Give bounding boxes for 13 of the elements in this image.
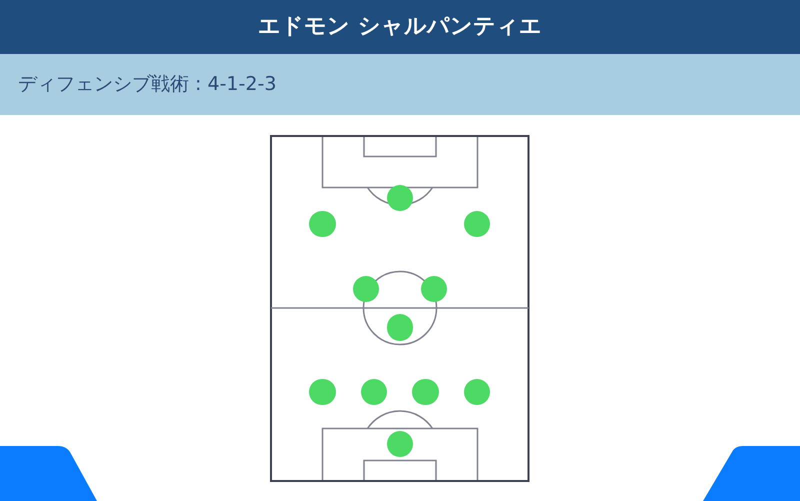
- title-banner: エドモン シャルパンティエ: [0, 0, 800, 54]
- player-dot: [309, 210, 336, 238]
- player-dot: [464, 378, 490, 406]
- player-dot: [386, 314, 414, 341]
- player-dot: [360, 378, 388, 406]
- player-dot: [386, 184, 414, 212]
- tactic-banner: ディフェンシブ戦術 : 4-1-2-3: [0, 54, 800, 115]
- player-dot: [464, 210, 490, 238]
- player-dot: [352, 276, 380, 302]
- player-dot: [412, 378, 439, 406]
- player-dot: [386, 430, 414, 458]
- player-dot: [420, 276, 448, 302]
- player-dot: [309, 378, 336, 406]
